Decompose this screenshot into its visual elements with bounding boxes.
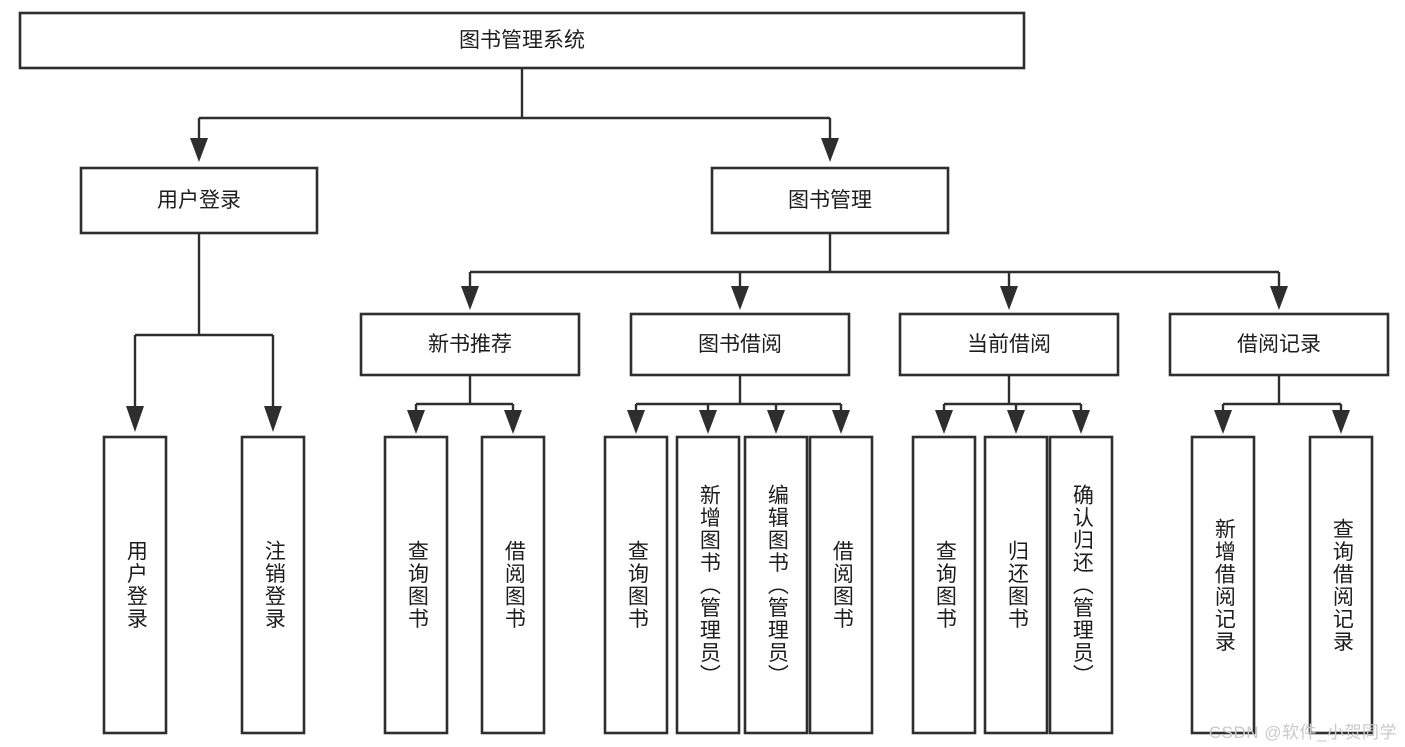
node-box-leaf-borrow-book-rec[interactable] xyxy=(480,435,546,735)
connector-current-borrow-to-leaves xyxy=(935,375,1090,434)
node-box-new-book-recommend[interactable] xyxy=(359,312,581,377)
connector-book-borrow-to-leaves xyxy=(627,375,850,434)
node-box-leaf-query-book-current[interactable] xyxy=(911,435,977,735)
node-box-leaf-confirm-return[interactable] xyxy=(1048,435,1114,735)
node-label-new-book-recommend: 新书推荐 xyxy=(428,333,512,356)
watermark-text: CSDN @软件_小贺同学 xyxy=(1208,723,1397,742)
node-box-leaf-add-book[interactable] xyxy=(675,435,741,735)
node-label-book-management: 图书管理 xyxy=(788,189,872,212)
node-box-leaf-return-book[interactable] xyxy=(983,435,1049,735)
connector-root-to-level2 xyxy=(190,68,839,162)
node-box-leaf-query-book-borrow[interactable] xyxy=(603,435,669,735)
connector-book-management-to-level3 xyxy=(461,233,1288,310)
node-label-current-borrow: 当前借阅 xyxy=(967,333,1051,356)
node-label-book-borrow: 图书借阅 xyxy=(698,333,782,356)
node-box-leaf-query-record[interactable] xyxy=(1308,435,1374,735)
node-label-borrow-records: 借阅记录 xyxy=(1237,333,1321,356)
node-box-root[interactable] xyxy=(18,11,1026,70)
node-label-user-login: 用户登录 xyxy=(157,189,241,212)
node-box-leaf-edit-book[interactable] xyxy=(743,435,809,735)
node-box-current-borrow[interactable] xyxy=(898,312,1120,377)
node-box-leaf-logout[interactable] xyxy=(240,435,306,735)
node-box-leaf-borrow-book[interactable] xyxy=(808,435,874,735)
node-box-user-login[interactable] xyxy=(79,166,319,235)
node-box-leaf-query-book-rec[interactable] xyxy=(383,435,449,735)
connector-new-book-recommend-to-leaves xyxy=(407,375,522,434)
connector-user-login-to-leaves xyxy=(126,233,282,432)
node-box-leaf-add-record[interactable] xyxy=(1190,435,1256,735)
node-box-leaf-user-login[interactable] xyxy=(102,435,168,735)
connector-borrow-records-to-leaves xyxy=(1214,375,1350,434)
node-label-root: 图书管理系统 xyxy=(459,29,585,52)
